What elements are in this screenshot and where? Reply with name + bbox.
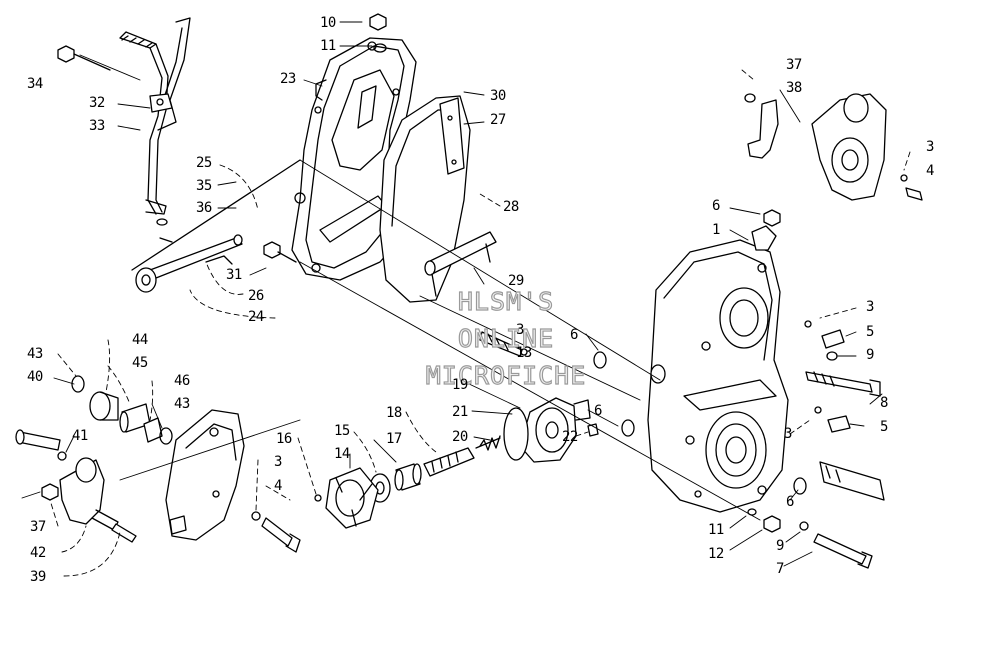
callout-3-topright: 3: [926, 139, 934, 155]
bolt-40: [15, 429, 67, 461]
callout-1: 1: [712, 222, 720, 238]
callout-41: 41: [72, 428, 88, 444]
sprocket-hub-19: [519, 397, 591, 463]
callout-43-right: 43: [174, 396, 190, 412]
callout-34: 34: [27, 76, 43, 92]
bar-29: [424, 231, 497, 297]
watermark-line2: ONLINE: [457, 324, 555, 353]
callout-4-topright: 4: [926, 163, 934, 179]
callout-40: 40: [27, 369, 43, 385]
disc-21: [503, 407, 529, 461]
callout-19: 19: [452, 377, 468, 393]
callout-9-right: 9: [866, 347, 874, 363]
callout-5-right: 5: [866, 324, 874, 340]
shaft-24: [131, 159, 301, 293]
brake-lever-part: [119, 17, 191, 243]
callout-4-lower: 4: [274, 478, 282, 494]
callout-23: 23: [280, 71, 296, 87]
screw-22: [587, 423, 599, 437]
callout-38: 38: [786, 80, 802, 96]
nut-6-top: [763, 209, 781, 227]
shaft-18: [423, 447, 475, 477]
callout-22: 22: [562, 429, 578, 445]
callout-27: 27: [490, 112, 506, 128]
callout-12: 12: [708, 546, 724, 562]
callout-6-left: 6: [570, 327, 578, 343]
callout-3-lower: 3: [274, 454, 282, 470]
callout-39: 39: [30, 569, 46, 585]
callout-17: 17: [386, 431, 402, 447]
callout-35: 35: [196, 178, 212, 194]
bolt-31: [263, 241, 297, 263]
callout-11-top: 11: [320, 38, 336, 54]
cover-14: [325, 467, 379, 529]
callout-3-mid: 3: [516, 322, 524, 338]
watermark-line3: MICROFICHE: [425, 361, 587, 390]
callout-16: 16: [276, 431, 292, 447]
bolts-right: [804, 320, 885, 501]
callout-24: 24: [248, 309, 264, 325]
callout-18: 18: [386, 405, 402, 421]
washer-43-right: [159, 427, 173, 445]
callout-6-mid: 6: [594, 403, 602, 419]
bolt-3-lower: [251, 511, 301, 553]
housing-lower-left: [165, 409, 245, 541]
washer-43-top: [71, 375, 85, 393]
callout-44: 44: [132, 332, 148, 348]
nut-37-lower: [41, 483, 59, 501]
callout-11-bottom: 11: [708, 522, 724, 538]
callout-36: 36: [196, 200, 212, 216]
callout-15: 15: [334, 423, 350, 439]
callout-42: 42: [30, 545, 46, 561]
nut-10: [369, 13, 387, 31]
callout-33: 33: [89, 118, 105, 134]
callout-21: 21: [452, 404, 468, 420]
callout-3-gearcase: 3: [784, 426, 792, 442]
callout-31: 31: [226, 267, 242, 283]
bolt-13: [479, 331, 528, 357]
callout-9-bottom: 9: [776, 538, 784, 554]
callout-43-top: 43: [27, 346, 43, 362]
bolts-bottom: [747, 508, 873, 569]
callout-3-right: 3: [866, 299, 874, 315]
callout-8: 8: [880, 395, 888, 411]
callout-37-top: 37: [786, 57, 802, 73]
bracket-42: [59, 457, 137, 543]
callout-32: 32: [89, 95, 105, 111]
washer-11: [373, 43, 387, 53]
bolt-34: [57, 45, 111, 71]
spring-20: [475, 435, 501, 451]
callout-45: 45: [132, 355, 148, 371]
callout-5-lower: 5: [880, 419, 888, 435]
watermark-line1: HLSM'S: [457, 287, 555, 316]
callout-6-bottom: 6: [786, 494, 794, 510]
callout-28: 28: [503, 199, 519, 215]
gearcase-1: [647, 225, 789, 513]
screw-16: [314, 494, 322, 502]
callout-10: 10: [320, 15, 336, 31]
callout-13: 13: [516, 345, 532, 361]
callout-20: 20: [452, 429, 468, 445]
callout-25: 25: [196, 155, 212, 171]
pulley-44: [89, 391, 119, 421]
spacer-46: [143, 417, 163, 443]
callout-30: 30: [490, 88, 506, 104]
callout-6-top: 6: [712, 198, 720, 214]
plate-27: [439, 97, 465, 175]
callout-26: 26: [248, 288, 264, 304]
callout-37-bottom: 37: [30, 519, 46, 535]
bracket-38: [744, 93, 779, 159]
callout-46: 46: [174, 373, 190, 389]
bushing-6-left: [593, 351, 807, 495]
caliper-housing: [811, 93, 923, 201]
callout-14: 14: [334, 446, 350, 462]
callout-29: 29: [508, 273, 524, 289]
callout-7: 7: [776, 561, 784, 577]
bushing-17: [394, 463, 422, 491]
leader-lines: [21, 21, 911, 577]
